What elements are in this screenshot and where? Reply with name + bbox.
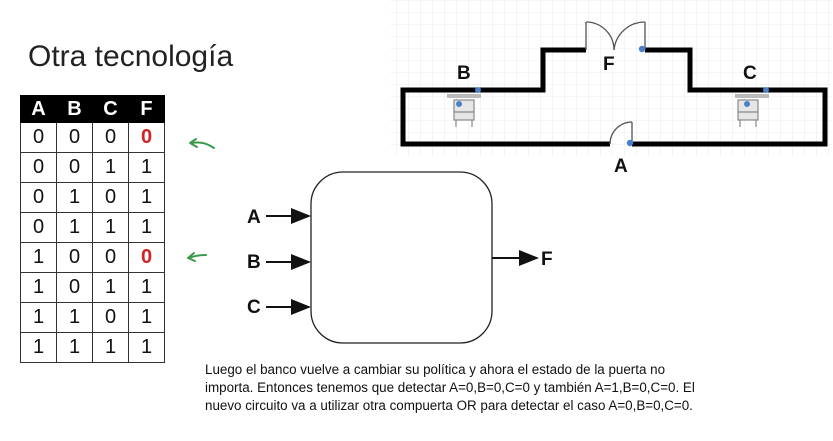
floor-plan-walls: [400, 47, 828, 147]
input-label-a: A: [247, 207, 261, 228]
table-row: 0 0 1 1: [20, 152, 165, 183]
input-label-b: B: [247, 252, 261, 273]
cell-b: 1: [56, 332, 93, 363]
floor-label-f: F: [603, 54, 615, 75]
cell-b: 0: [56, 122, 93, 153]
header-b: B: [56, 95, 93, 123]
sensor-c-icon: [763, 87, 769, 93]
truth-table: A B C F 0 0 0 0 0 0 1 1 0 1 0 1 0 1 1 1: [20, 95, 165, 363]
cell-c: 0: [92, 122, 129, 153]
cell-a: 1: [20, 332, 57, 363]
caption-paragraph: Luego el banco vuelve a cambiar su polít…: [205, 361, 820, 415]
safe-b-icon: [447, 94, 481, 127]
green-arrow-icon: [187, 252, 207, 262]
input-label-c: C: [247, 297, 261, 318]
cell-c: 0: [92, 302, 129, 333]
cell-b: 1: [56, 182, 93, 213]
sensor-b-icon: [475, 87, 481, 93]
floor-plan: B F C A: [390, 0, 832, 177]
logic-block-diagram: A B C F: [247, 171, 553, 344]
floor-label-b: B: [457, 63, 471, 84]
caption-line: Luego el banco vuelve a cambiar su polít…: [205, 362, 666, 377]
table-row: 1 1 1 1: [20, 332, 165, 363]
slide-title: Otra tecnología: [28, 40, 234, 73]
header-f: F: [128, 95, 165, 123]
cell-f: 1: [128, 332, 165, 363]
safe-c-icon: [735, 94, 769, 127]
cell-f: 1: [128, 302, 165, 333]
table-row: 0 1 1 1: [20, 212, 165, 243]
output-label-f: F: [541, 249, 553, 270]
table-row: 0 0 0 0: [20, 122, 165, 153]
caption-line: importa. Entonces tenemos que detectar A…: [205, 380, 695, 395]
cell-f: 1: [128, 182, 165, 213]
floor-label-a: A: [614, 156, 628, 177]
truth-table-header-row: A B C F: [20, 95, 165, 123]
cell-c: 1: [92, 332, 129, 363]
green-arrow-icon: [189, 138, 215, 149]
table-row: 1 1 0 1: [20, 302, 165, 333]
logic-block: [310, 171, 493, 344]
table-row: 0 1 0 1: [20, 182, 165, 213]
cell-f: 1: [128, 212, 165, 243]
cell-c: 1: [92, 212, 129, 243]
header-a: A: [20, 95, 57, 123]
floor-label-c: C: [743, 63, 757, 84]
door-a-icon: [609, 121, 634, 147]
cell-f-highlighted: 0: [128, 242, 165, 273]
caption-line: nuevo circuito va a utilizar otra compue…: [205, 398, 693, 413]
door-f-icon: [585, 21, 646, 53]
cell-c: 1: [92, 152, 129, 183]
floor-plan-grid: [390, 0, 832, 156]
